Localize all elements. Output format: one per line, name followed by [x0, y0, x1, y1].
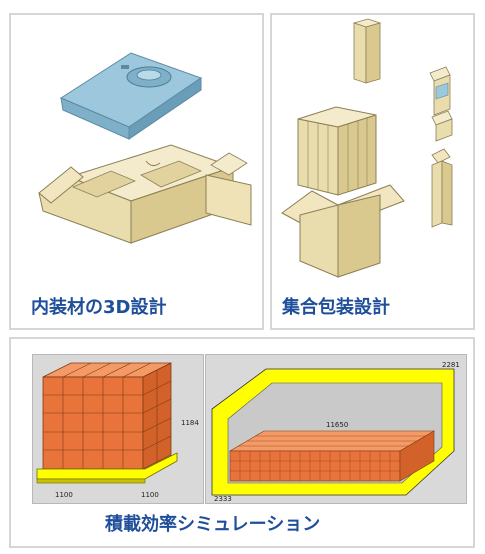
loading-efficiency-simulation-link[interactable]: 積載効率シミュレーション: [105, 514, 321, 535]
group-packaging-illustration: [281, 18, 453, 278]
camera-product-icon: [59, 52, 203, 140]
interior-3d-design-link[interactable]: 内装材の3D設計: [31, 297, 167, 318]
container-cargo: [228, 430, 436, 482]
shipping-box-icon: [281, 184, 405, 278]
container-height-label: 2281: [442, 361, 460, 369]
pallet-base: [36, 452, 178, 484]
container-width-label: 2333: [214, 495, 232, 503]
group-packaging-design-link[interactable]: 集合包装設計: [282, 297, 390, 318]
divider-icon: [429, 66, 453, 142]
card-loading-sim[interactable]: 1100 1100 1184: [9, 337, 475, 548]
carton-bundle-icon: [297, 106, 377, 196]
pallet-simulation-view: 1100 1100 1184: [32, 354, 204, 504]
pallet-width-label: 1100: [55, 491, 73, 499]
container-simulation-view: 11650 2333 2281: [205, 354, 467, 504]
box-insert-icon: [38, 144, 252, 244]
pallet-carton-stack: [42, 362, 172, 470]
single-carton-icon: [352, 18, 382, 84]
tube-carton-icon: [431, 148, 453, 228]
packaging-insert-illustration: [38, 52, 252, 244]
card-group-packaging[interactable]: 集合包装設計: [270, 13, 475, 330]
container-length-label: 11650: [326, 421, 348, 429]
pallet-height-label: 1184: [181, 419, 199, 427]
pallet-depth-label: 1100: [141, 491, 159, 499]
card-interior-3d[interactable]: 内装材の3D設計: [9, 13, 264, 330]
